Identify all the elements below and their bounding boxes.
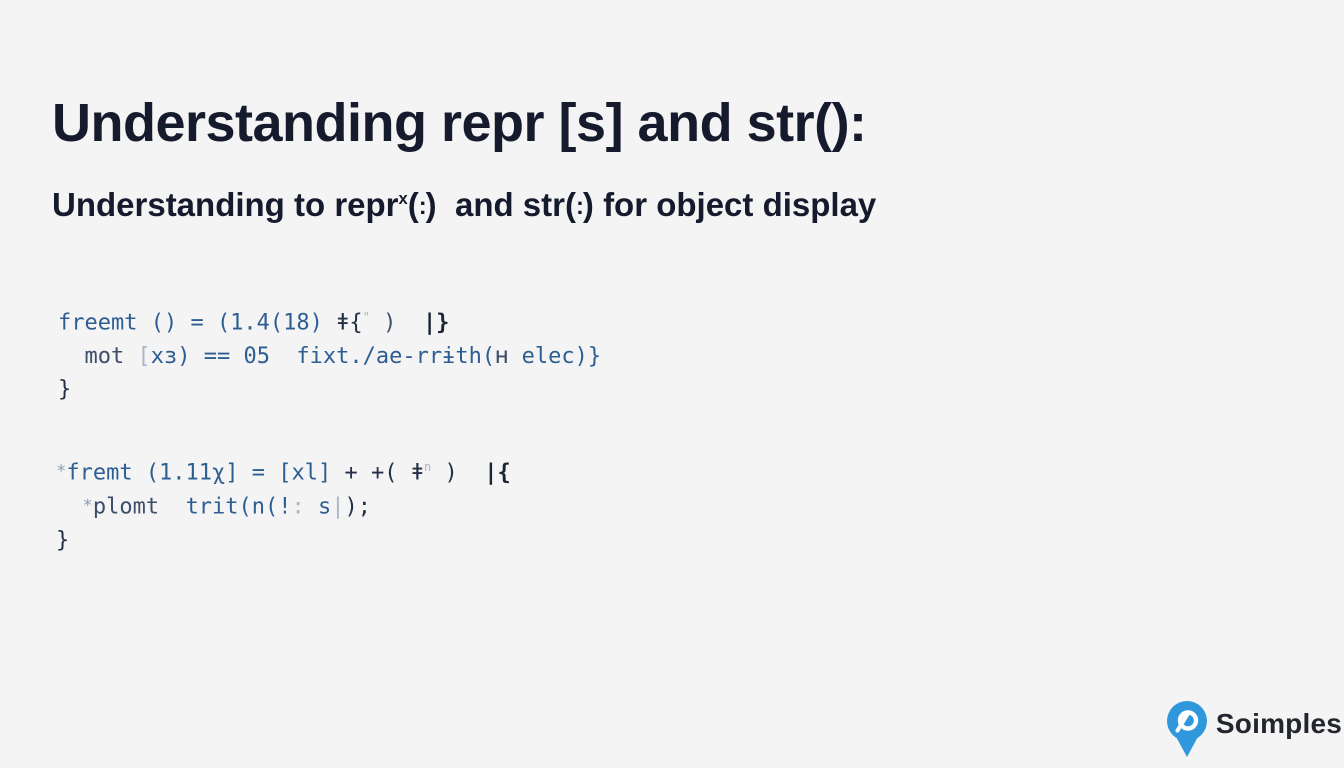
code-line: *plomt trit(n(!: s|);	[56, 490, 511, 524]
text-segment: )	[431, 460, 458, 486]
text-segment: xз)	[150, 343, 204, 369]
text-segment: (	[407, 186, 419, 223]
text-segment: [	[137, 343, 151, 369]
text-segment: |	[331, 494, 345, 520]
text-segment: freemt () = (1.4(18)	[58, 310, 337, 336]
text-segment: *	[82, 495, 93, 516]
text-segment: |{	[484, 460, 511, 486]
text-segment: + +(	[344, 460, 411, 486]
page-subtitle: Understanding to reprx(:) and str(:) for…	[52, 186, 876, 224]
text-segment: ) and str(	[425, 186, 576, 223]
text-segment: );	[344, 494, 372, 520]
text-segment: trit(n(!	[185, 494, 292, 520]
text-segment: :	[418, 193, 427, 221]
text-segment: plomt	[92, 494, 186, 520]
text-segment: ) for object display	[582, 186, 877, 223]
text-segment: )	[369, 310, 397, 336]
text-segment: "	[362, 310, 370, 324]
text-segment	[396, 310, 423, 335]
text-segment: ǂ	[410, 460, 424, 486]
code-block-2: *fremt (1.11χ] = [xl] + +( ǂn ) |{ *plom…	[56, 451, 511, 558]
text-segment: |}	[422, 310, 450, 336]
text-segment: n	[423, 460, 432, 474]
code-block-1: freemt () = (1.4(18) ǂ{" ) |} mot [xз) =…	[58, 301, 601, 407]
text-segment: == 05 fixt./ae-rrɨth(	[203, 343, 496, 369]
text-segment: Understanding to repr	[52, 186, 399, 223]
code-line: mot [xз) == 05 fixt./ae-rrɨth(ʜ elec)}	[58, 340, 602, 374]
location-pin-icon	[1166, 700, 1207, 757]
text-segment: ǂ{	[336, 310, 363, 336]
text-segment: fremt (1.11χ] = [xl]	[66, 460, 345, 486]
page-title: Understanding repr [s] and str():	[52, 93, 867, 153]
text-segment	[458, 460, 485, 485]
text-segment	[58, 344, 85, 369]
text-segment: ʜ	[495, 343, 509, 369]
code-line: }	[58, 373, 601, 407]
code-line: freemt () = (1.4(18) ǂ{" ) |}	[58, 301, 601, 340]
text-segment: :	[291, 494, 305, 520]
text-segment: mot	[84, 343, 138, 369]
brand-logo: Soimples	[1166, 700, 1342, 758]
brand-name: Soimples	[1215, 708, 1342, 739]
code-line: }	[56, 524, 511, 558]
text-segment: :	[575, 193, 584, 221]
code-line: *fremt (1.11χ] = [xl] + +( ǂn ) |{	[56, 451, 511, 490]
text-segment: }	[56, 528, 70, 553]
text-segment: *	[56, 461, 67, 482]
text-segment	[56, 495, 83, 520]
text-segment: x	[398, 190, 408, 208]
text-segment: elec)}	[508, 343, 602, 369]
text-segment: s	[304, 494, 332, 520]
text-segment: }	[58, 377, 72, 403]
